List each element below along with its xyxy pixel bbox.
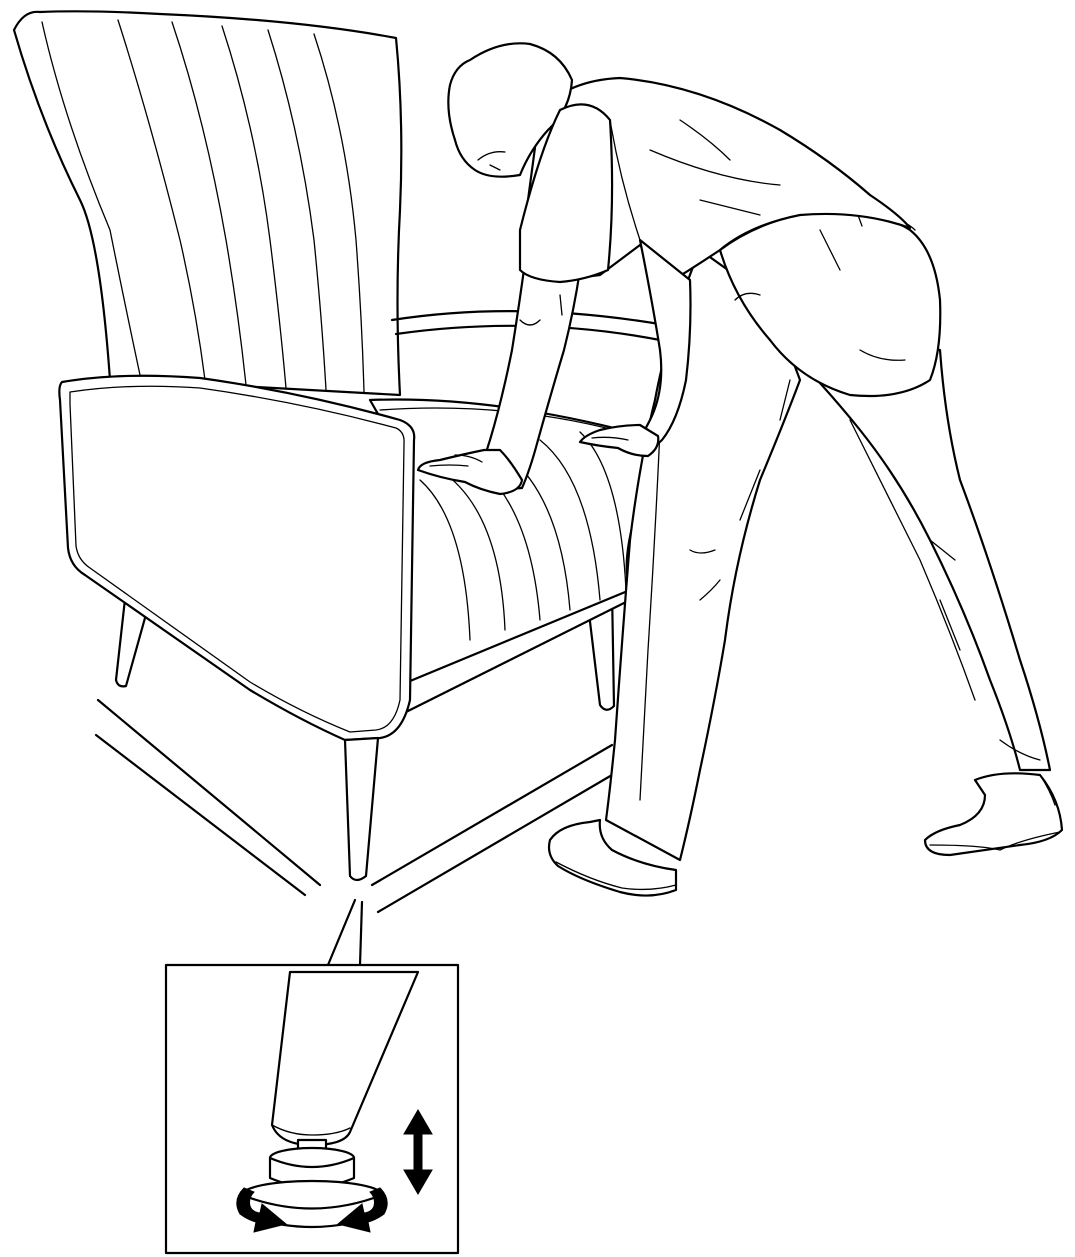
leg-detail-callout <box>166 965 458 1253</box>
person-shoe-back <box>925 773 1062 855</box>
chair-leg-front <box>345 738 378 880</box>
chair-backrest <box>14 11 401 395</box>
chair-arm-panel <box>59 376 414 740</box>
callout-pointer <box>328 900 362 965</box>
person-leaning-on-seat <box>418 43 1062 895</box>
